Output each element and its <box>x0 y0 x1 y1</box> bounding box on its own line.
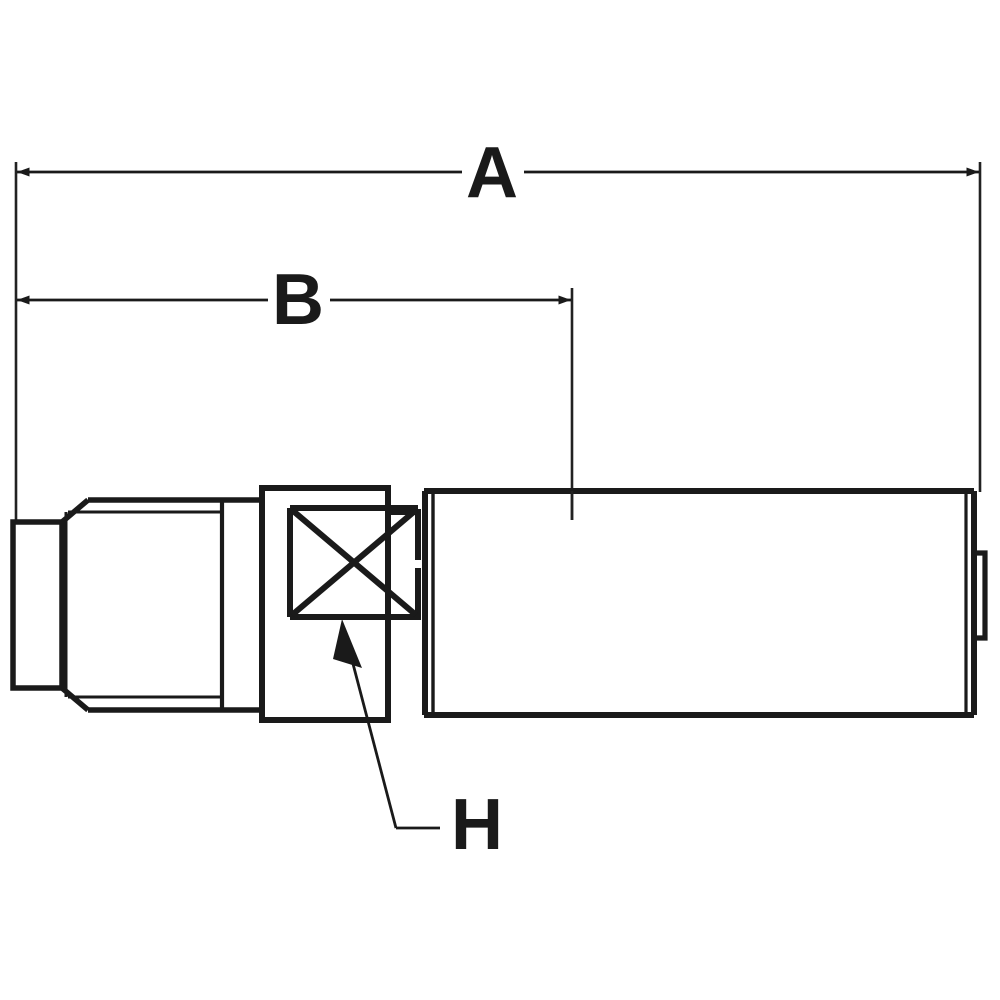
body-end-tab <box>974 550 988 641</box>
hex-step-upper <box>388 509 421 560</box>
callout-h-group: H <box>333 619 503 865</box>
hex-nut-outline <box>259 485 391 723</box>
part-geometry-group <box>10 485 988 723</box>
hex-cross-diagonal-up <box>290 507 418 618</box>
dimension-b-group: B <box>17 260 574 520</box>
callout-h-arrowhead <box>333 619 362 668</box>
callout-h-label: H <box>451 785 503 865</box>
dimension-b-label: B <box>272 260 324 340</box>
dimension-a-group: A <box>14 133 982 520</box>
dimension-a-label: A <box>466 133 518 213</box>
callout-h-leader-diagonal <box>350 659 398 829</box>
